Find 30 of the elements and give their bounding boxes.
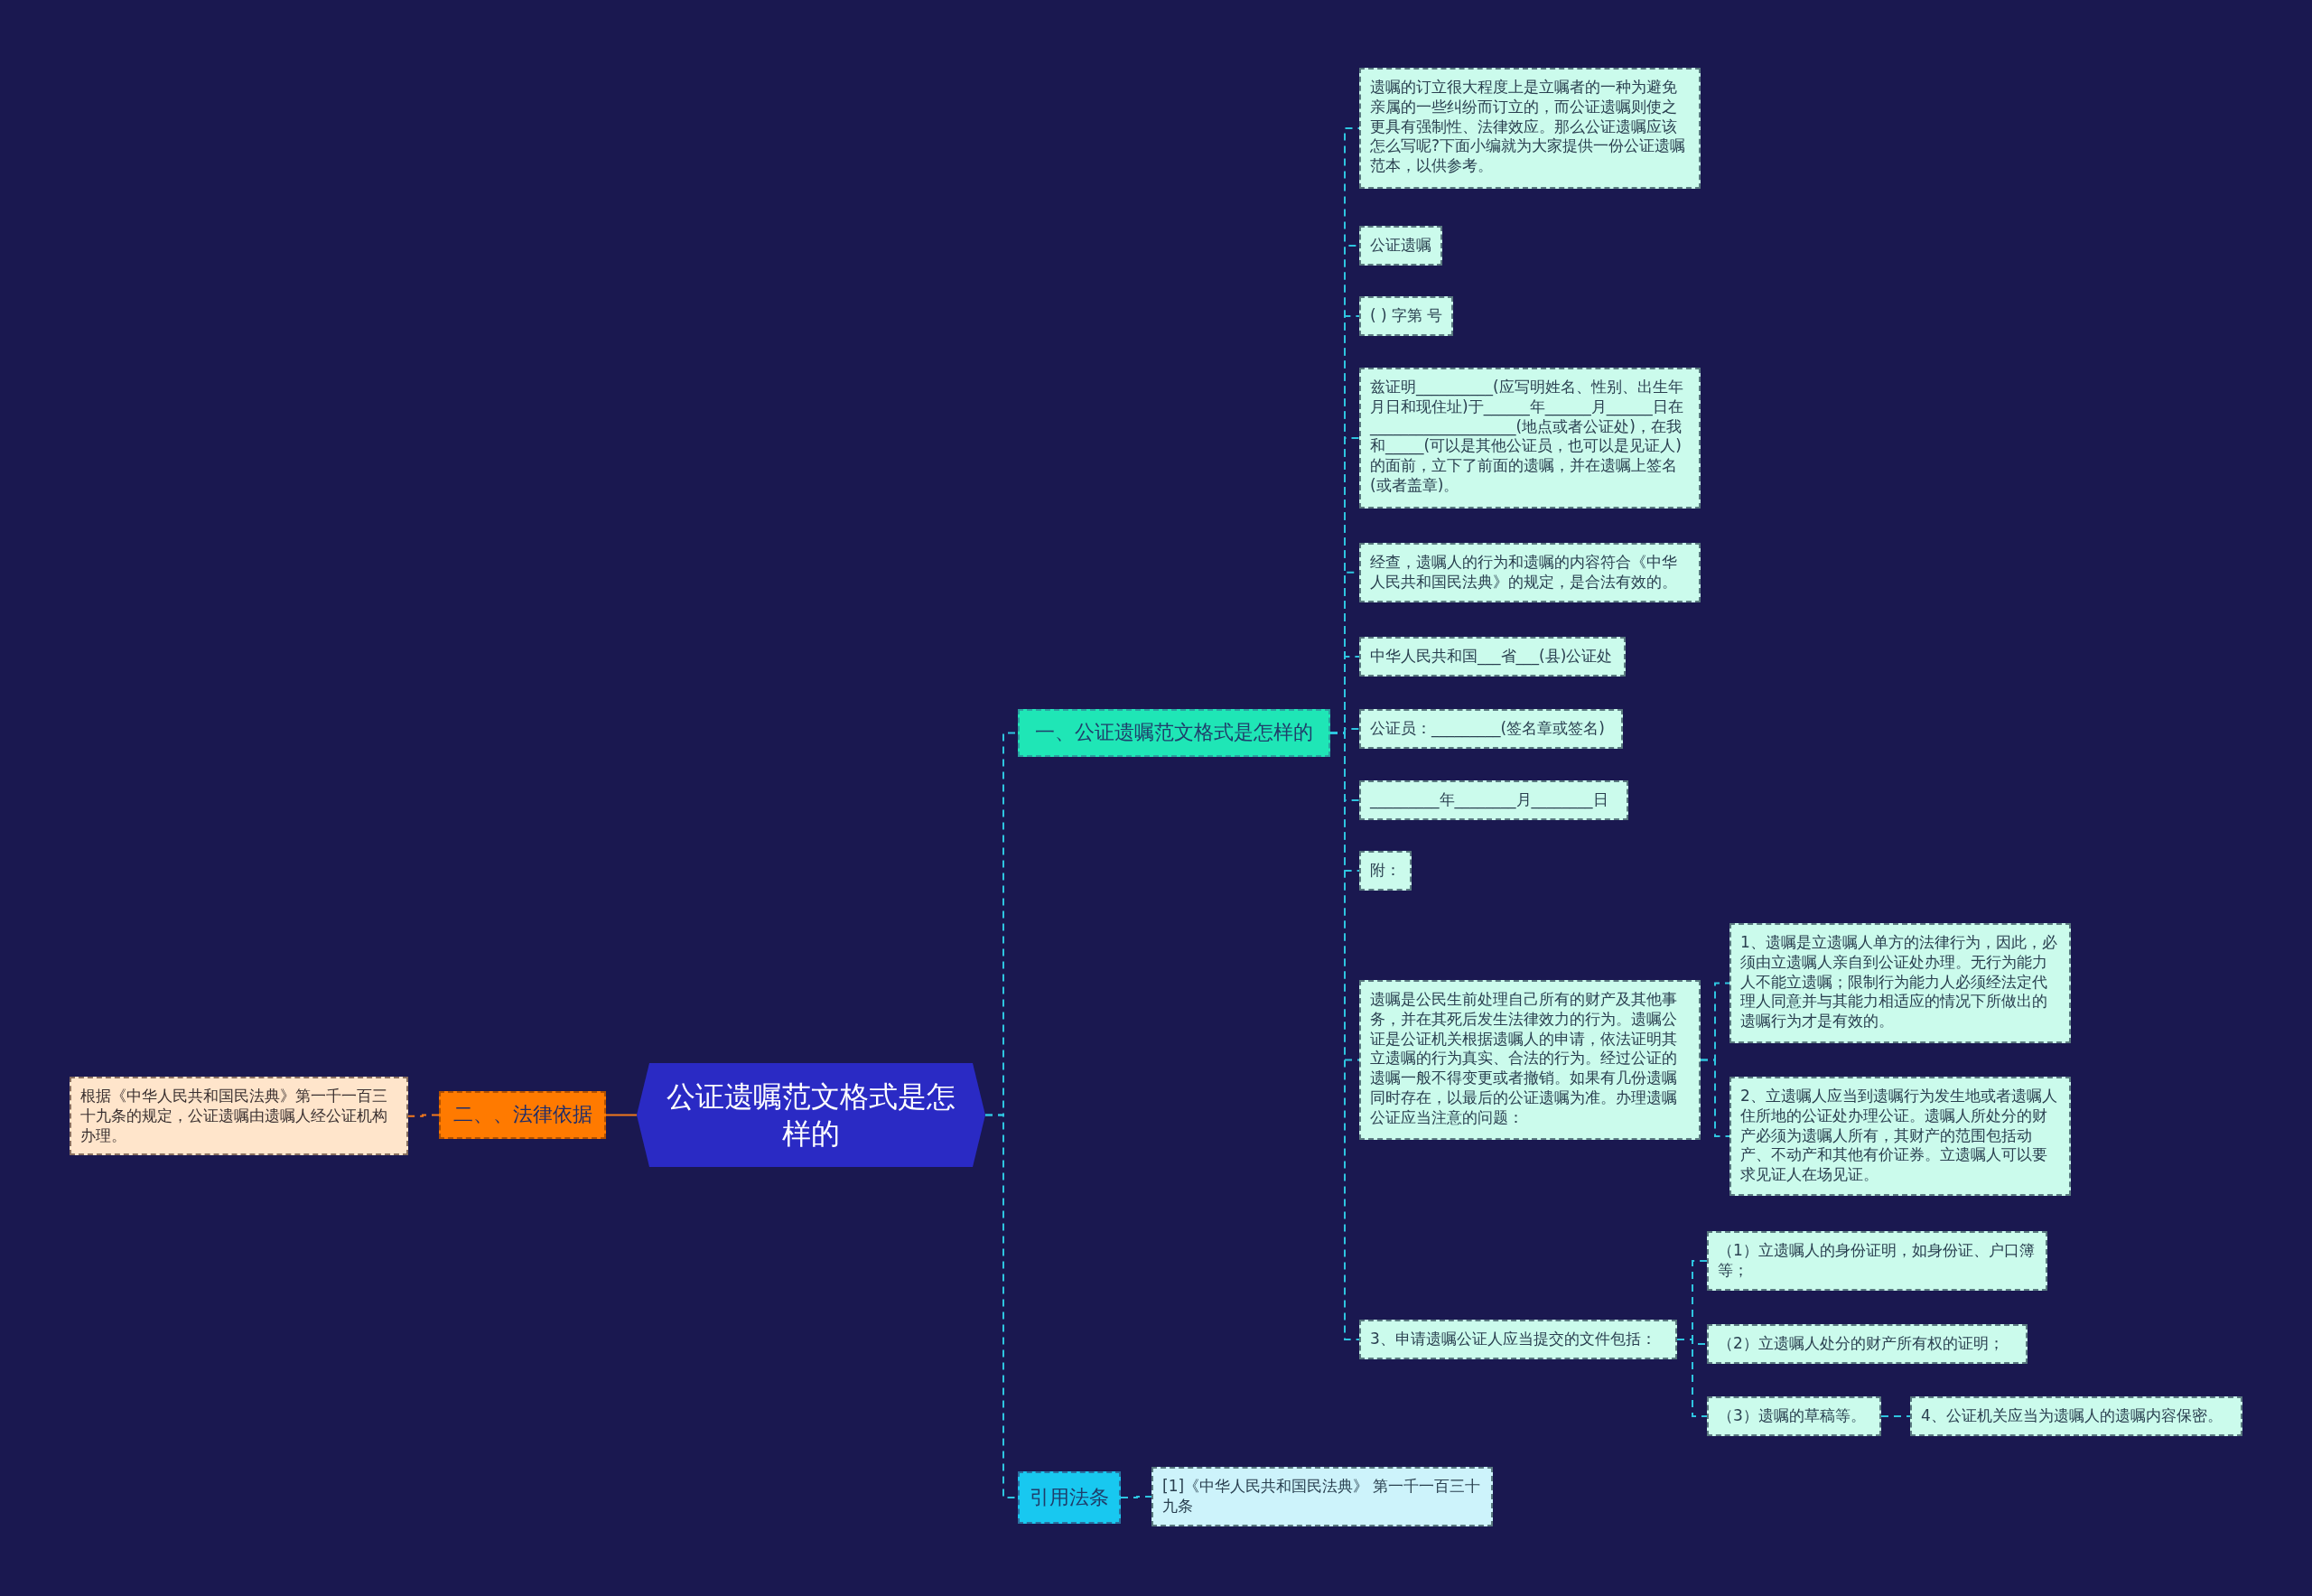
text-box: 3、申请遗嘱公证人应当提交的文件包括： [1359, 1320, 1677, 1359]
text-box: ( ) 字第 号 [1359, 296, 1454, 336]
text-box: 2、立遗嘱人应当到遗嘱行为发生地或者遗嘱人住所地的公证处办理公证。遗嘱人所处分的财产必须为遗嘱人所有，其财产的范围包括动产、不动产和其他有价证券。立遗嘱人可以要求见证人在场见证。 [1729, 1077, 2071, 1196]
connector-line [1700, 1059, 1730, 1137]
connector-line [407, 1114, 440, 1117]
topic-text: 公证遗嘱范文格式是怎样的 [666, 1078, 956, 1153]
text-box: 附： [1359, 851, 1412, 891]
connector-line [1880, 1414, 1911, 1417]
text-box: 根据《中华人民共和国民法典》第一千一百三十九条的规定，公证遗嘱由遗嘱人经公证机构办理。 [70, 1077, 408, 1156]
text-box: 1、遗嘱是立遗嘱人单方的法律行为，因此，必须由立遗嘱人亲自到公证处办理。无行为能力人不能立遗嘱；限制行为能力人必须经法定代理人同意并与其能力相适应的情况下所做出的遗嘱行为才是有效的。 [1729, 923, 2071, 1043]
text-box: [1]《中华人民共和国民法典》 第一千一百三十九条 [1151, 1467, 1493, 1526]
text-box: （1）立遗嘱人的身份证明，如身份证、户口簿等； [1707, 1231, 2047, 1291]
topic-box: 二、、法律依据 [439, 1091, 606, 1139]
connector-line [1676, 1338, 1708, 1417]
topic-hexagon [637, 1063, 985, 1167]
topic-box: 一、公证遗嘱范文格式是怎样的 [1018, 709, 1330, 757]
text-box: 兹证明__________(应写明姓名、性别、出生年月日和现住址)于______年______月______日在___________________(地点或者公证处)，在我和_____(可以是其他公证员，也可以是见证人)的面前，立下了前面的遗嘱，并在遗嘱上签名(或者盖章)。 [1359, 368, 1701, 509]
text-box: 公证遗嘱 [1359, 226, 1442, 266]
text-box: 公证员：_________(签名章或签名) [1359, 709, 1623, 749]
text-box: _________年________月________日 [1359, 780, 1628, 820]
connector-line [1120, 1496, 1152, 1498]
text-box: 遗嘱的订立很大程度上是立嘱者的一种为避免亲属的一些纠纷而订立的，而公证遗嘱则使之更具有强制性、法律效应。那么公证遗嘱应该怎么写呢?下面小编就为大家提供一份公证遗嘱范本，以供参考。 [1359, 68, 1701, 189]
text-box: 中华人民共和国___省___(县)公证处 [1359, 637, 1626, 677]
topic-box: 引用法条 [1018, 1471, 1121, 1524]
text-box: 4、公证机关应当为遗嘱人的遗嘱内容保密。 [1910, 1396, 2242, 1436]
connector-line [605, 1114, 638, 1116]
text-box: （3）遗嘱的草稿等。 [1707, 1396, 1881, 1436]
text-box: 遗嘱是公民生前处理自己所有的财产及其他事务，并在其死后发生法律效力的行为。遗嘱公证是公证机关根据遗嘱人的申请，依法证明其立遗嘱的行为真实、合法的行为。经过公证的遗嘱一般不得变更或者撤销。如果有几份遗嘱同时存在，以最后的公证遗嘱为准。办理遗嘱公证应当注意的问题： [1359, 980, 1701, 1140]
text-box: 经查，遗嘱人的行为和遗嘱的内容符合《中华人民共和国民法典》的规定，是合法有效的。 [1359, 543, 1701, 602]
text-box: （2）立遗嘱人处分的财产所有权的证明； [1707, 1324, 2028, 1364]
